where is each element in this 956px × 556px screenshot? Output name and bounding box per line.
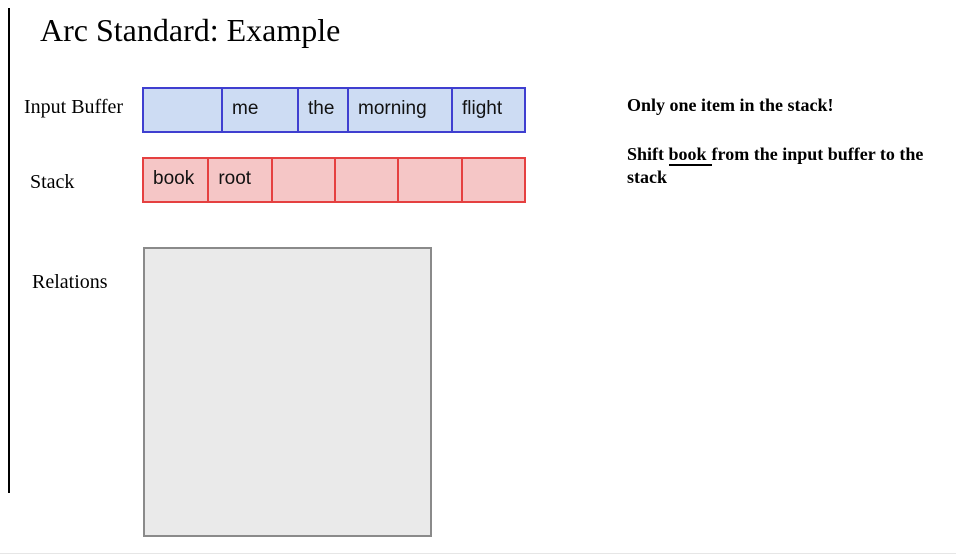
note-shift-post: from the input buffer to the stack [627, 144, 924, 187]
left-edge-bar [8, 8, 10, 493]
stack-label: Stack [30, 171, 75, 193]
stack-cell [460, 159, 524, 201]
stack-cell [270, 159, 334, 201]
input-buffer-label: Input Buffer [24, 96, 124, 118]
input-buffer-row: me the morning flight [142, 87, 526, 133]
input-buffer-cell: the [297, 89, 347, 131]
stack-cell [397, 159, 460, 201]
page-title: Arc Standard: Example [40, 12, 341, 48]
input-buffer-cell: morning [347, 89, 451, 131]
note-shift-pre: Shift [627, 144, 669, 164]
note-shift-word-underlined: book [668, 144, 712, 166]
input-buffer-cell: me [221, 89, 297, 131]
relations-label: Relations [32, 271, 108, 293]
stack-row: book root [142, 157, 526, 203]
stack-cell: book [153, 168, 195, 189]
stack-cell: root [207, 159, 270, 201]
input-buffer-cell: flight [451, 89, 524, 131]
stack-cell [333, 159, 397, 201]
input-buffer-cell [144, 89, 221, 131]
relations-box [143, 247, 432, 537]
note-primary: Only one item in the stack! [627, 95, 834, 115]
bottom-divider [0, 553, 956, 554]
